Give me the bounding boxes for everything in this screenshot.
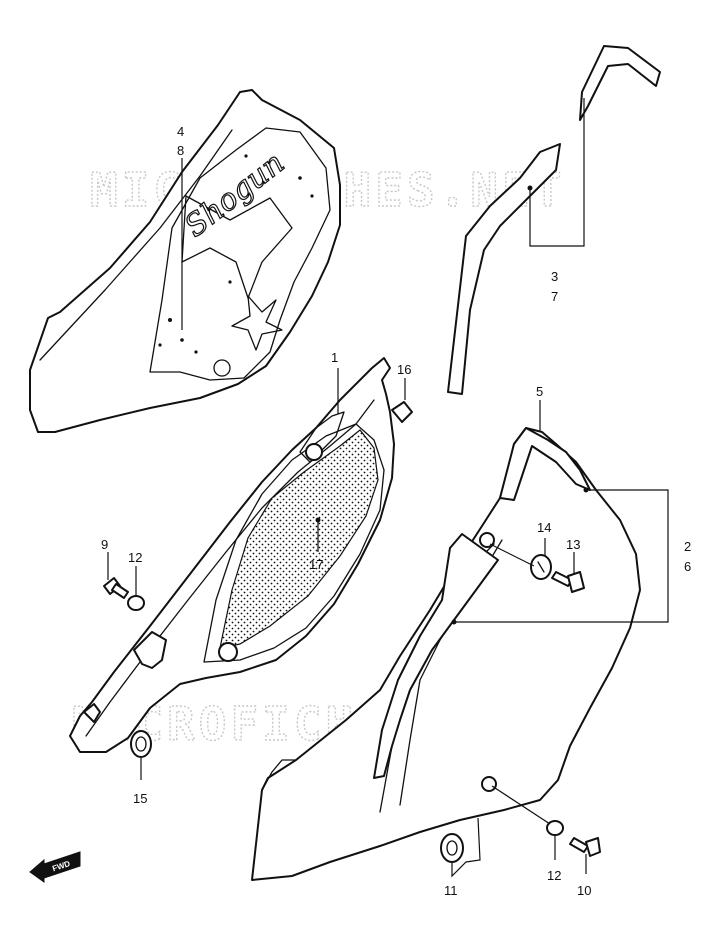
grommet-11 [440, 833, 464, 863]
lock-washer-14 [530, 554, 552, 580]
callout-10: 10 [577, 883, 591, 898]
side-cover-decal: Shogun [29, 89, 341, 433]
fwd-arrow-icon: FWD [29, 851, 81, 883]
grommet-15 [130, 730, 152, 758]
callout-17: 17 [309, 557, 323, 572]
side-cover-frame [69, 357, 395, 753]
callout-8: 8 [177, 143, 184, 158]
callout-5: 5 [536, 384, 543, 399]
washer-12-left [127, 595, 145, 611]
callout-3: 3 [551, 269, 558, 284]
callout-16: 16 [397, 362, 411, 377]
callout-13: 13 [566, 537, 580, 552]
callout-15: 15 [133, 791, 147, 806]
bolt-9 [103, 577, 129, 599]
callout-12-left: 12 [128, 550, 142, 565]
stripe-decals [447, 45, 661, 395]
leader-lines [107, 98, 669, 878]
callout-6: 6 [684, 559, 691, 574]
washer-12-right [546, 820, 564, 836]
callout-2: 2 [684, 539, 691, 554]
callout-12-right: 12 [547, 868, 561, 883]
callout-11: 11 [444, 883, 458, 898]
bolt-13 [551, 571, 585, 593]
callouts: 4 8 3 7 1 16 5 2 6 14 13 17 9 12 15 11 1… [101, 124, 691, 898]
bolt-10 [569, 837, 601, 857]
callout-9: 9 [101, 537, 108, 552]
callout-1: 1 [331, 350, 338, 365]
callout-4: 4 [177, 124, 184, 139]
clip-16 [391, 401, 413, 423]
callout-14: 14 [537, 520, 551, 535]
side-cover-right [251, 427, 641, 881]
callout-7: 7 [551, 289, 558, 304]
